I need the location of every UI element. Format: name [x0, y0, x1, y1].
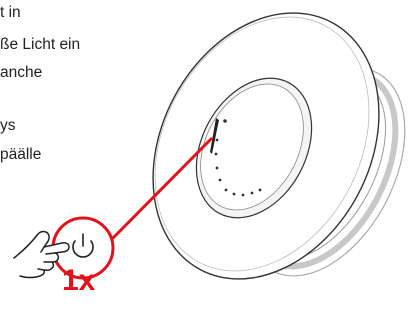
- instruction-line-2: ße Licht ein: [0, 36, 81, 53]
- power-icon: [72, 233, 94, 258]
- instruction-line-5: päälle: [0, 146, 42, 163]
- front-panel: [195, 77, 313, 219]
- tap-count-label: 1x: [62, 264, 96, 297]
- instruction-line-1: t in: [0, 4, 21, 21]
- device-button: [210, 118, 219, 154]
- callout-line: [109, 136, 214, 242]
- instruction-line-3: anche: [0, 64, 43, 81]
- hand-pointing-icon: [13, 230, 70, 279]
- instruction-line-4: ys: [0, 117, 16, 134]
- led-indicator-dots: [214, 119, 262, 197]
